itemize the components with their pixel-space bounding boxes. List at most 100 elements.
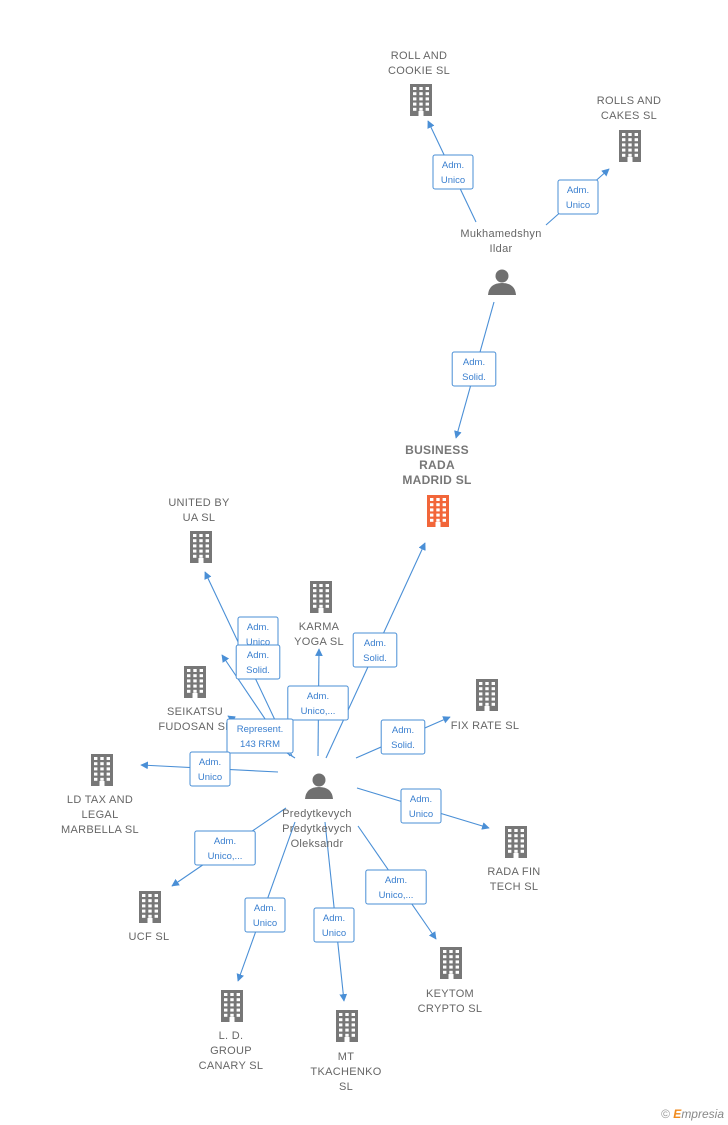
building-window [100, 777, 104, 781]
building-window [345, 1023, 349, 1027]
node-label: RADA [419, 458, 455, 472]
building-door [192, 693, 198, 698]
edge-label[interactable]: Adm.Unico [244, 897, 286, 933]
edge-label[interactable]: Adm.Solid. [380, 719, 426, 755]
building-window [455, 950, 459, 953]
building-window [154, 894, 158, 897]
edge-label-text: Adm. [442, 160, 464, 171]
building-window [205, 539, 209, 543]
edge-label[interactable]: Adm.Unico,... [365, 869, 427, 905]
building-window [514, 839, 518, 843]
node-label: YOGA SL [294, 636, 344, 648]
building-window [455, 955, 459, 959]
person-icon [488, 269, 516, 295]
building-window [193, 674, 197, 678]
node-ucf[interactable]: UCF SL [129, 891, 170, 943]
building-window [100, 772, 104, 776]
building-window [100, 757, 104, 760]
building-window [419, 97, 423, 101]
building-window [442, 498, 446, 501]
building-window [485, 702, 489, 706]
edge-label[interactable]: Adm.Solid. [451, 351, 497, 387]
building-window [449, 950, 453, 953]
node-label: UCF SL [129, 931, 170, 943]
empresia-credit[interactable]: © Empresia [661, 1107, 724, 1121]
node-label: Oleksandr [291, 838, 344, 850]
building-window [193, 549, 197, 553]
building-window [94, 762, 98, 766]
edge-label[interactable]: Adm.Unico [400, 788, 442, 824]
building-window [442, 503, 446, 507]
building-icon [310, 581, 332, 613]
edge-label[interactable]: Adm.Solid. [352, 632, 398, 668]
building-window [628, 148, 632, 152]
building-window [230, 993, 234, 996]
building-icon [410, 84, 432, 116]
building-window [479, 682, 483, 685]
edge-label[interactable]: Adm.Unico,... [194, 830, 256, 866]
edge-label[interactable]: Adm.Unico [189, 751, 231, 787]
building-door [448, 974, 454, 979]
edge-label[interactable]: Adm.Solid. [235, 644, 281, 680]
building-window [142, 909, 146, 913]
building-window [491, 682, 495, 685]
building-window [508, 829, 512, 832]
building-window [325, 589, 329, 593]
building-door [229, 1017, 235, 1022]
node-fix-rate[interactable]: FIX RATE SL [451, 679, 520, 732]
building-window [442, 518, 446, 522]
edge-label[interactable]: Adm.Unico [432, 154, 474, 190]
building-window [449, 970, 453, 974]
building-window [508, 849, 512, 853]
building-window [622, 133, 626, 136]
building-window [100, 762, 104, 766]
node-label: TECH SL [490, 881, 539, 893]
building-window [325, 604, 329, 608]
edge-label-text: Unico [246, 637, 270, 648]
edge-label[interactable]: Adm. Unico [237, 616, 279, 652]
edge-label-text: Solid. [363, 653, 387, 664]
node-label: UA SL [183, 512, 216, 524]
building-window [154, 904, 158, 908]
edge-label[interactable]: Adm.Unico [557, 179, 599, 215]
edge-label[interactable]: Represent.143 RRM [226, 718, 294, 754]
building-window [442, 513, 446, 517]
edge-label-text: Adm. [254, 903, 276, 914]
building-window [345, 1018, 349, 1022]
node-label: ROLL AND [391, 50, 447, 62]
building-window [106, 772, 110, 776]
edge-labels-layer: Adm.UnicoAdm.UnicoAdm.Solid.Adm.Solid.Ad… [189, 154, 599, 943]
building-window [520, 849, 524, 853]
building-window [436, 498, 440, 501]
edge-label-text: Adm. [247, 622, 269, 633]
building-window [436, 518, 440, 522]
edge-label[interactable]: Adm.Unico [313, 907, 355, 943]
building-window [193, 689, 197, 693]
building-window [419, 102, 423, 106]
building-window [187, 669, 191, 672]
building-icon [184, 666, 206, 698]
node-label: Predytkevych [282, 823, 352, 835]
edge-label-text: Adm. [247, 650, 269, 661]
edge-label[interactable]: Adm.Unico,... [287, 685, 349, 721]
building-window [100, 767, 104, 771]
building-window [154, 909, 158, 913]
edge-label-box [287, 685, 349, 721]
building-window [187, 674, 191, 678]
building-window [339, 1028, 343, 1032]
edge-label-text: Unico [322, 928, 346, 939]
copyright-symbol: © [661, 1107, 670, 1121]
